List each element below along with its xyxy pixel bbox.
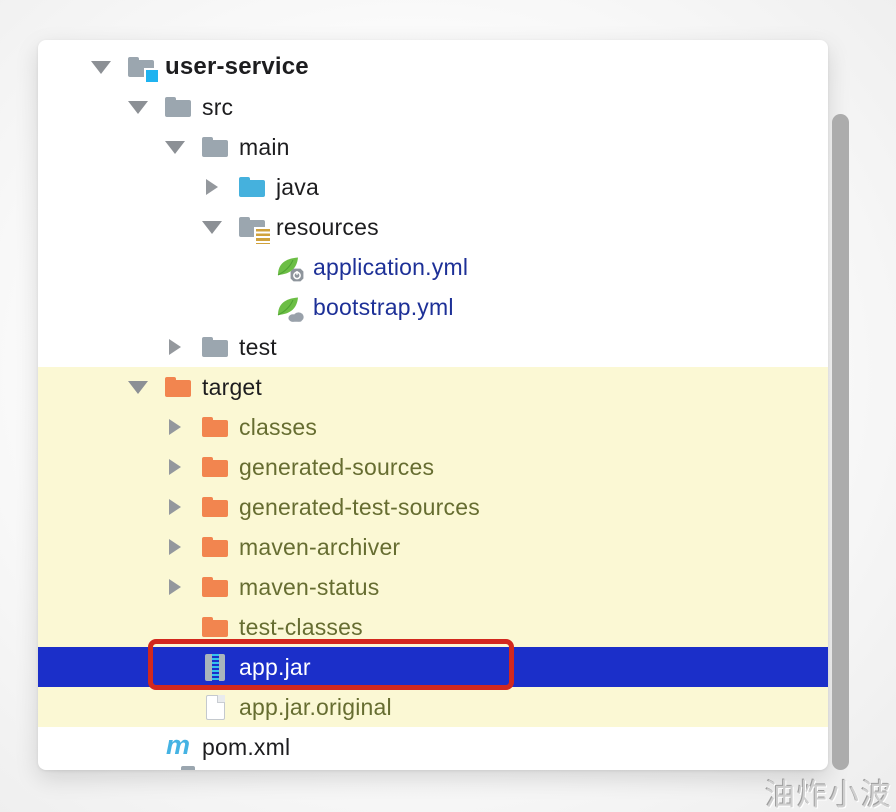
clipped-next-row-icon [181,766,195,770]
tree-row-maven-status[interactable]: maven-status [38,567,828,607]
module-folder-icon [128,52,158,82]
expander-collapsed-icon[interactable] [164,459,202,475]
tree-row-test-classes[interactable]: test-classes [38,607,828,647]
row-label: user-service [165,53,309,80]
row-label: pom.xml [202,733,291,760]
plain-file-icon [202,692,228,722]
jar-archive-icon [202,652,228,682]
excluded-folder-icon [202,452,228,482]
resources-badge-icon [256,229,270,244]
folder-icon [202,332,228,362]
tree-row-test[interactable]: test [38,327,828,367]
vertical-scrollbar-thumb[interactable] [832,114,849,770]
tree-row-src[interactable]: src [38,87,828,127]
excluded-folder-icon [202,492,228,522]
excluded-folder-icon [202,572,228,602]
excluded-folder-icon [165,372,191,402]
module-badge-icon [146,70,158,82]
watermark-text: 油炸小波 [765,779,893,812]
row-label: maven-status [239,573,380,600]
row-label: src [202,93,234,120]
row-label: bootstrap.yml [313,293,454,320]
tree-row-user-service[interactable]: user-service [38,47,828,87]
row-label: app.jar [239,653,311,680]
expander-expanded-icon[interactable] [201,220,239,234]
row-label: app.jar.original [239,693,392,720]
expander-expanded-icon[interactable] [127,380,165,394]
expander-collapsed-icon[interactable] [201,179,239,195]
excluded-folder-icon [202,412,228,442]
expander-collapsed-icon[interactable] [164,419,202,435]
row-label: test [239,333,277,360]
row-label: target [202,373,263,400]
expander-collapsed-icon[interactable] [164,339,202,355]
excluded-folder-icon [202,532,228,562]
row-label: main [239,133,290,160]
expander-expanded-icon[interactable] [164,140,202,154]
expander-expanded-icon[interactable] [90,60,128,74]
spring-cloud-config-icon [276,292,304,322]
tree-row-resources[interactable]: resources [38,207,828,247]
tree-row-classes[interactable]: classes [38,407,828,447]
gear-badge-icon [290,268,304,282]
cloud-badge-icon [288,312,304,322]
row-label: classes [239,413,318,440]
source-folder-icon [239,172,265,202]
excluded-folder-icon [202,612,228,642]
tree-row-generated-sources[interactable]: generated-sources [38,447,828,487]
tree-row-app-jar[interactable]: app.jar [38,647,828,687]
expander-expanded-icon[interactable] [127,100,165,114]
tree-row-generated-test-sources[interactable]: generated-test-sources [38,487,828,527]
tree-row-application-yml[interactable]: application.yml [38,247,828,287]
expander-collapsed-icon[interactable] [164,499,202,515]
expander-collapsed-icon[interactable] [164,539,202,555]
folder-icon [202,132,228,162]
row-label: resources [276,213,379,240]
tree-row-target[interactable]: target [38,367,828,407]
row-label: generated-test-sources [239,493,480,520]
tree-row-pom-xml[interactable]: m pom.xml [38,727,828,767]
row-label: application.yml [313,253,469,280]
row-label: test-classes [239,613,363,640]
row-label: maven-archiver [239,533,401,560]
spring-boot-config-icon [276,252,304,282]
expander-collapsed-icon[interactable] [164,579,202,595]
tree-row-bootstrap-yml[interactable]: bootstrap.yml [38,287,828,327]
maven-file-icon: m [165,729,190,760]
tree-row-java[interactable]: java [38,167,828,207]
row-label: java [276,173,319,200]
row-label: generated-sources [239,453,435,480]
tree-row-maven-archiver[interactable]: maven-archiver [38,527,828,567]
tree-row-main[interactable]: main [38,127,828,167]
tree-row-app-jar-original[interactable]: app.jar.original [38,687,828,727]
project-tree-panel: user-service src main java resources app… [38,40,828,770]
folder-icon [165,92,191,122]
resources-folder-icon [239,212,270,244]
